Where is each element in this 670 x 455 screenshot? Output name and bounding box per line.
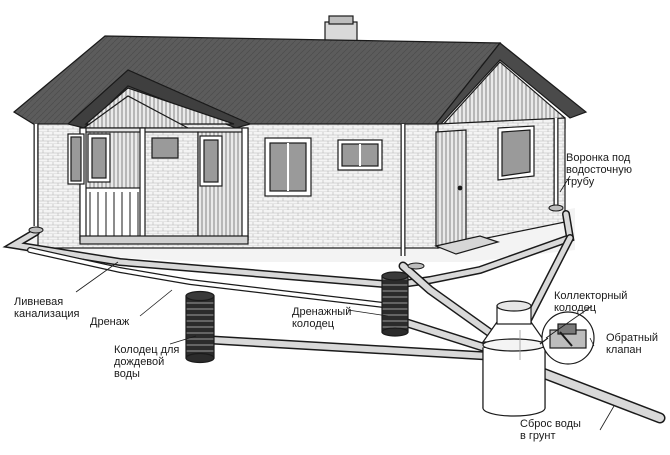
label-collector-well: Коллекторный колодец xyxy=(554,290,628,314)
label-funnel: Воронка под водосточную трубу xyxy=(566,152,632,188)
house xyxy=(12,15,588,256)
pipe-network xyxy=(2,210,666,424)
funnel-icon xyxy=(548,204,564,212)
rain-well xyxy=(185,290,215,364)
gutter-funnels xyxy=(28,204,564,270)
funnel-icon xyxy=(407,262,425,270)
label-ground-discharge: Сброс воды в грунт xyxy=(520,418,581,442)
check-valve-inset xyxy=(539,311,595,365)
drain-well xyxy=(381,271,409,337)
label-rain-well: Колодец для дождевой воды xyxy=(114,344,180,380)
collector-well xyxy=(481,300,547,417)
label-drainage: Дренаж xyxy=(90,316,130,328)
porch-window xyxy=(151,137,179,159)
leader-lines xyxy=(75,175,615,431)
label-drain-well: Дренажный колодец xyxy=(292,306,352,330)
label-check-valve: Обратный клапан xyxy=(606,332,659,356)
funnel-icon xyxy=(28,226,44,234)
label-storm-sewer: Ливневая канализация xyxy=(14,296,80,320)
